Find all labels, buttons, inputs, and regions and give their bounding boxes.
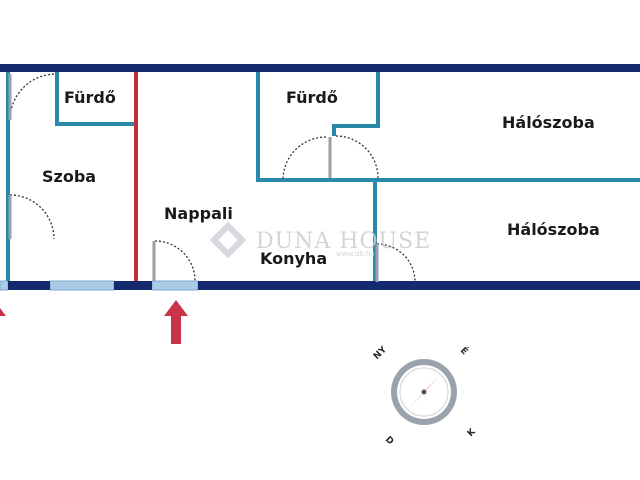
room-label-nappali: Nappali: [164, 204, 233, 223]
compass-letter-k: K: [466, 426, 479, 439]
room-label-haloszoba-top: Hálószoba: [502, 113, 595, 132]
door-leaves: [8, 74, 379, 282]
room-label-furdo-right: Fürdő: [286, 88, 338, 107]
outer-wall-top: [0, 64, 640, 72]
compass-letter-d: D: [383, 435, 395, 447]
window-left: [49, 280, 115, 291]
watermark-brand: DUNA HOUSE: [256, 229, 431, 254]
outer-wall-bottom-a: [8, 281, 50, 290]
compass-letter-ny: NY: [372, 345, 389, 362]
room-label-furdo-left: Fürdő: [64, 88, 116, 107]
watermark: DUNA HOUSE www.dh.hu: [209, 221, 431, 259]
entrance-arrow-edge-icon: [0, 308, 6, 316]
compass-icon: [391, 359, 457, 425]
red-wall: [134, 72, 138, 281]
outer-wall-bottom-c: [198, 281, 640, 290]
window-edge: [0, 280, 9, 291]
watermark-logo: [209, 221, 247, 259]
room-label-szoba: Szoba: [42, 167, 96, 186]
entrance-arrow-icon: [164, 300, 188, 344]
window-right: [151, 280, 199, 291]
outer-wall-bottom-b: [114, 281, 152, 290]
room-label-haloszoba-bottom: Hálószoba: [507, 220, 600, 239]
watermark-url: www.dh.hu: [336, 250, 375, 258]
room-label-konyha: Konyha: [260, 249, 327, 268]
compass-letter-e: É: [458, 344, 471, 357]
inner-walls: [6, 72, 640, 281]
